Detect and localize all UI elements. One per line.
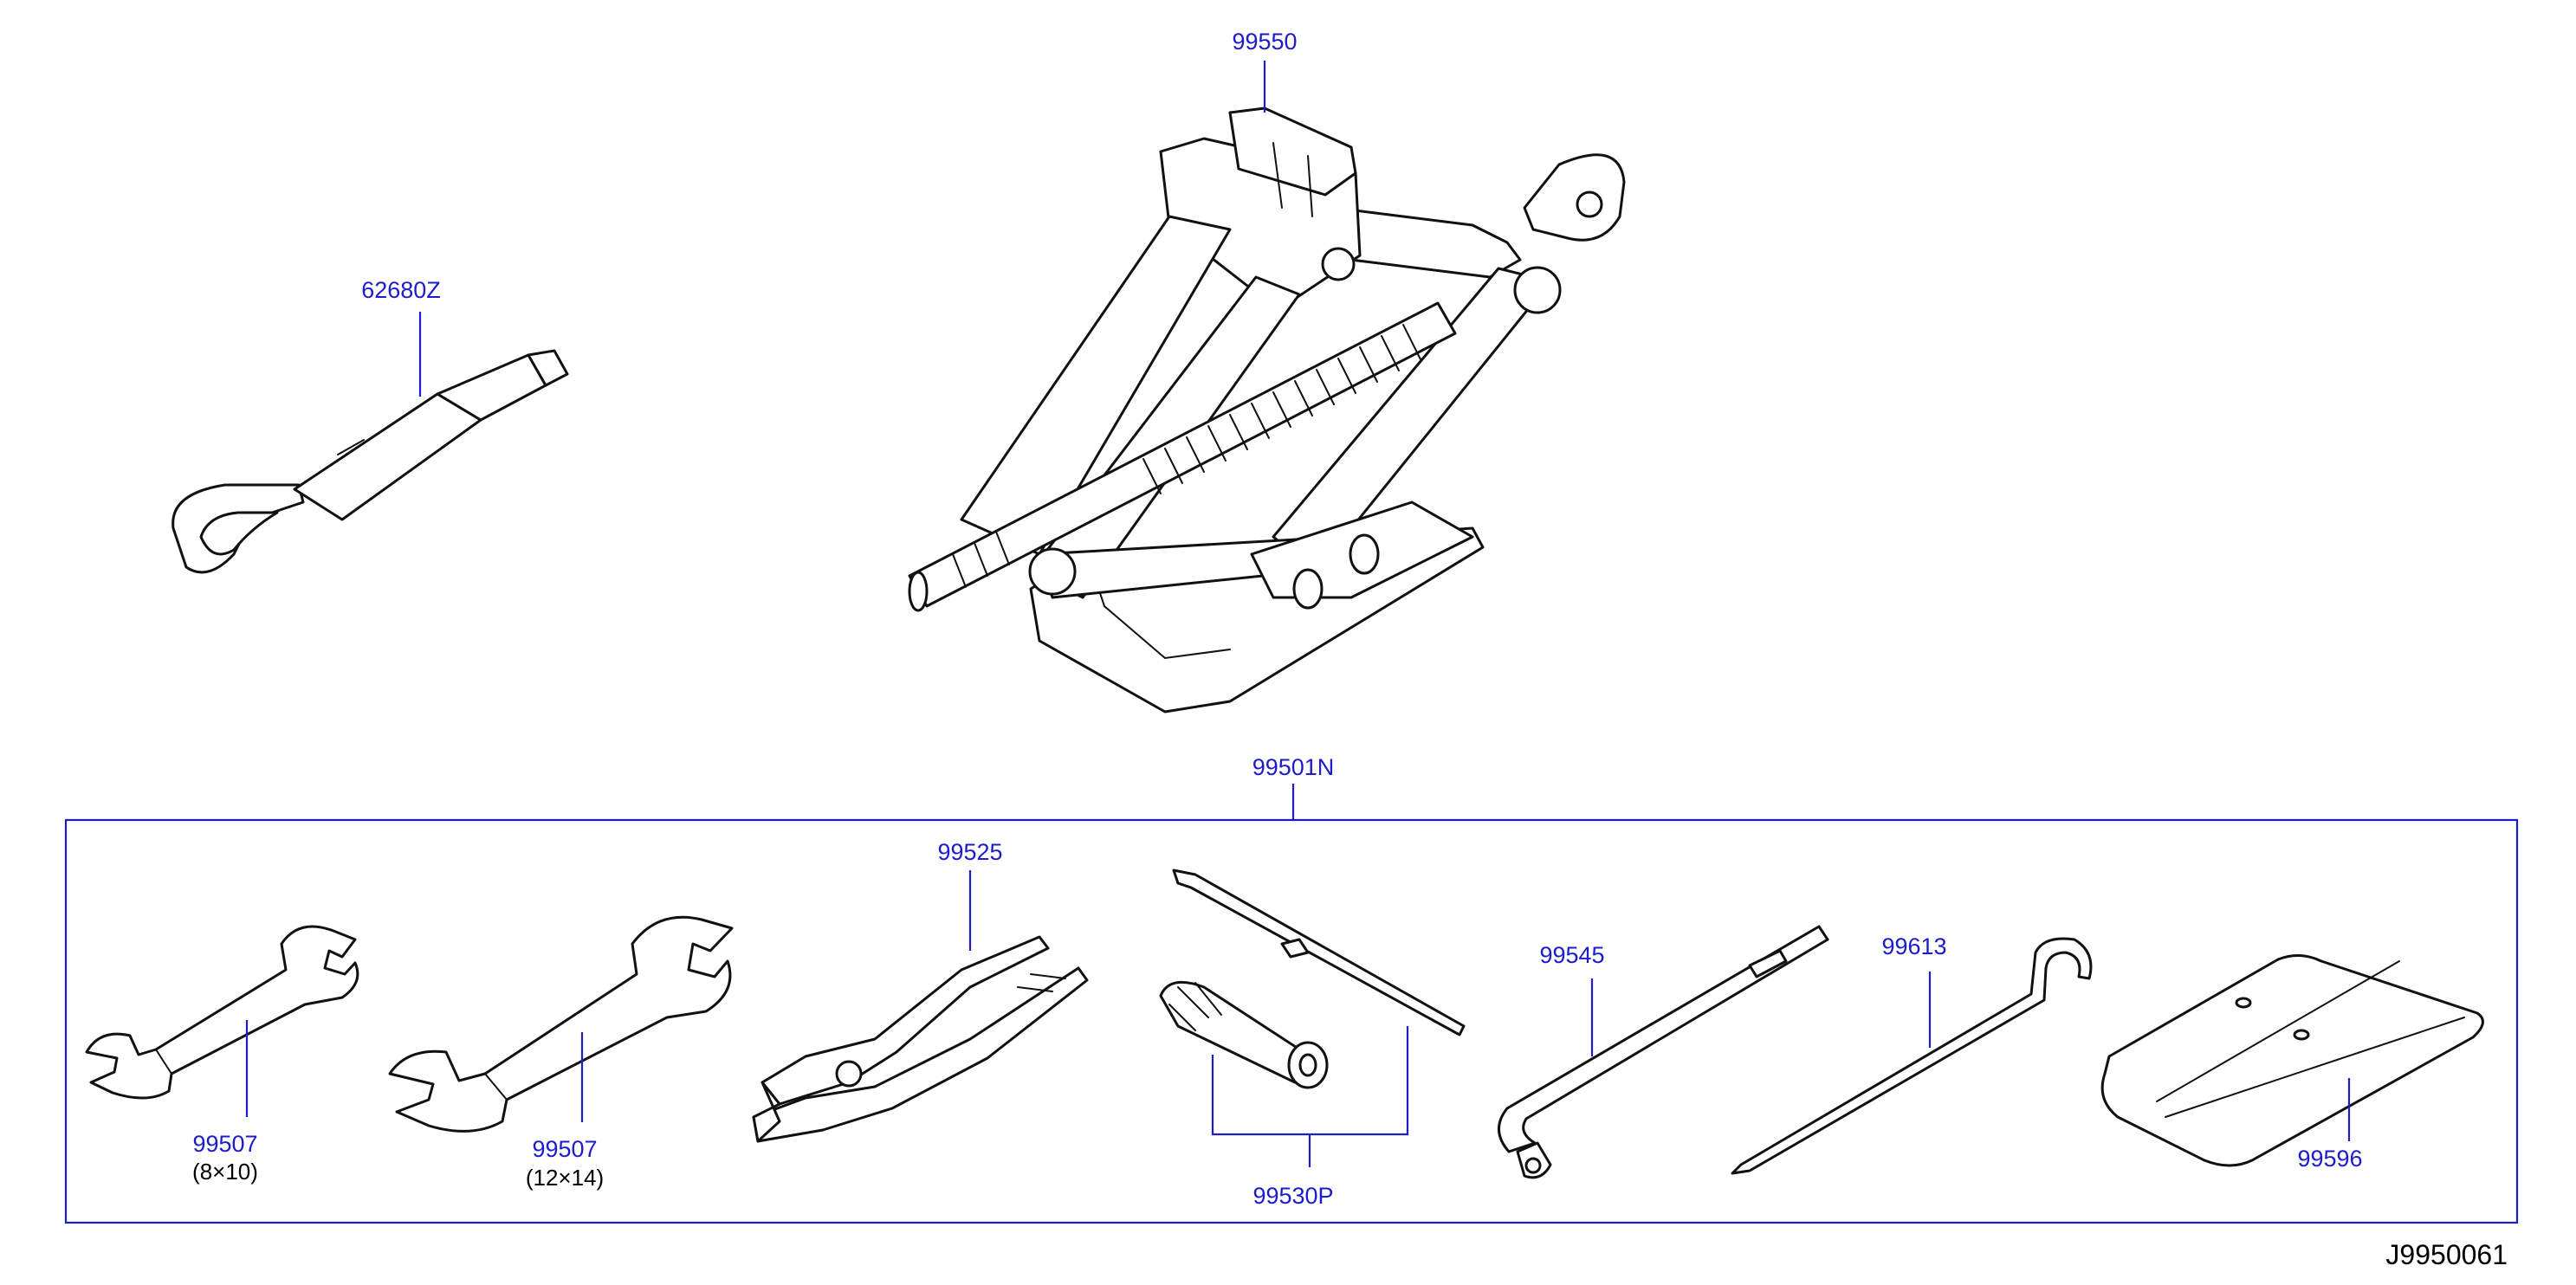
callout-screwdriver-set: 99530P <box>1252 1183 1333 1209</box>
callout-tow-hook: 62680Z <box>361 277 441 303</box>
scissor-jack-drawing <box>908 107 1626 714</box>
leader-screwdriver-set <box>1211 1026 1409 1167</box>
callout-tool-kit: 99501N <box>1252 754 1335 780</box>
callout-wrench-small-size: (8×10) <box>192 1159 258 1185</box>
callout-jack: 99550 <box>1232 29 1297 55</box>
pliers-drawing <box>752 935 1089 1143</box>
tow-hook-drawing <box>172 349 569 574</box>
callout-pliers: 99525 <box>937 839 1002 865</box>
callout-wrench-large: 99507 <box>532 1136 597 1162</box>
diagram-id: J9950061 <box>2385 1239 2508 1270</box>
tool-kit-frame <box>64 818 2519 1224</box>
small-wrench-drawing <box>85 925 359 1100</box>
wheel-wrench-drawing <box>1498 925 1829 1179</box>
screwdriver-set-drawing <box>1159 869 1466 1089</box>
callout-wrench-small: 99507 <box>192 1131 257 1157</box>
callout-wrench-large-size: (12×14) <box>526 1165 604 1191</box>
tool-bag-drawing <box>2100 954 2484 1167</box>
callout-wheel-wrench: 99545 <box>1539 942 1604 968</box>
large-wrench-drawing <box>388 915 734 1133</box>
callout-jack-handle: 99613 <box>1881 933 1946 959</box>
jack-handle-drawing <box>1731 937 2093 1175</box>
callout-tool-bag: 99596 <box>2297 1146 2362 1172</box>
